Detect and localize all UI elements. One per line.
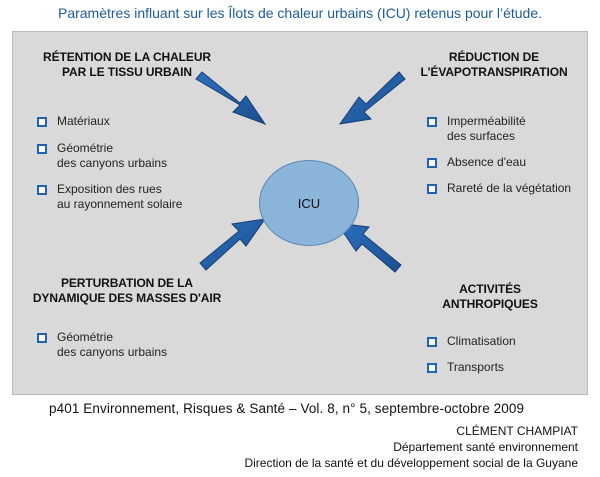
heading-anthropiques: ACTIVITÉS ANTHROPIQUES bbox=[442, 282, 538, 311]
affiliation-department: Département santé environnement bbox=[393, 440, 578, 454]
checkbox-icon bbox=[427, 337, 437, 347]
list-item: Exposition des rues au rayonnement solai… bbox=[37, 182, 182, 212]
list-item: Géométrie des canyons urbains bbox=[37, 330, 167, 360]
checkbox-icon bbox=[427, 158, 437, 168]
arrow-bottom-right bbox=[335, 222, 402, 273]
icu-circle: ICU bbox=[259, 160, 359, 246]
list-item: Géométrie des canyons urbains bbox=[37, 141, 182, 171]
arrow-top-right bbox=[338, 71, 406, 125]
icu-label: ICU bbox=[297, 195, 321, 211]
checkbox-icon bbox=[37, 117, 47, 127]
list-retention: Matériaux Géométrie des canyons urbains … bbox=[37, 114, 182, 212]
list-evapotranspiration: Imperméabilité des surfaces Absence d'ea… bbox=[427, 114, 571, 196]
citation-line: p401 Environnement, Risques & Santé – Vo… bbox=[49, 401, 525, 416]
checkbox-icon bbox=[37, 144, 47, 154]
list-item: Matériaux bbox=[37, 114, 182, 129]
list-perturbation: Géométrie des canyons urbains bbox=[37, 330, 167, 360]
diagram-panel: ICU RÉTENTION DE LA CHALEUR PAR LE TISSU… bbox=[12, 31, 588, 395]
list-item: Absence d'eau bbox=[427, 155, 571, 170]
heading-retention: RÉTENTION DE LA CHALEUR PAR LE TISSU URB… bbox=[43, 50, 211, 79]
heading-evapotranspiration: RÉDUCTION DE L'ÉVAPOTRANSPIRATION bbox=[420, 50, 568, 79]
affiliation-direction: Direction de la santé et du développemen… bbox=[244, 456, 578, 470]
list-anthropiques: Climatisation Transports bbox=[427, 334, 516, 375]
author-name: CLÉMENT CHAMPIAT bbox=[456, 424, 578, 438]
checkbox-icon bbox=[37, 333, 47, 343]
checkbox-icon bbox=[427, 117, 437, 127]
arrows-layer bbox=[195, 71, 406, 273]
list-item: Imperméabilité des surfaces bbox=[427, 114, 571, 144]
list-item: Rareté de la végétation bbox=[427, 181, 571, 196]
list-item: Climatisation bbox=[427, 334, 516, 349]
checkbox-icon bbox=[427, 363, 437, 373]
figure-title: Paramètres influant sur les Îlots de cha… bbox=[57, 5, 542, 21]
checkbox-icon bbox=[427, 184, 437, 194]
heading-perturbation: PERTURBATION DE LA DYNAMIQUE DES MASSES … bbox=[32, 276, 222, 305]
arrow-bottom-left bbox=[199, 218, 267, 271]
checkbox-icon bbox=[37, 185, 47, 195]
list-item: Transports bbox=[427, 360, 516, 375]
arrow-top-left bbox=[195, 71, 267, 126]
